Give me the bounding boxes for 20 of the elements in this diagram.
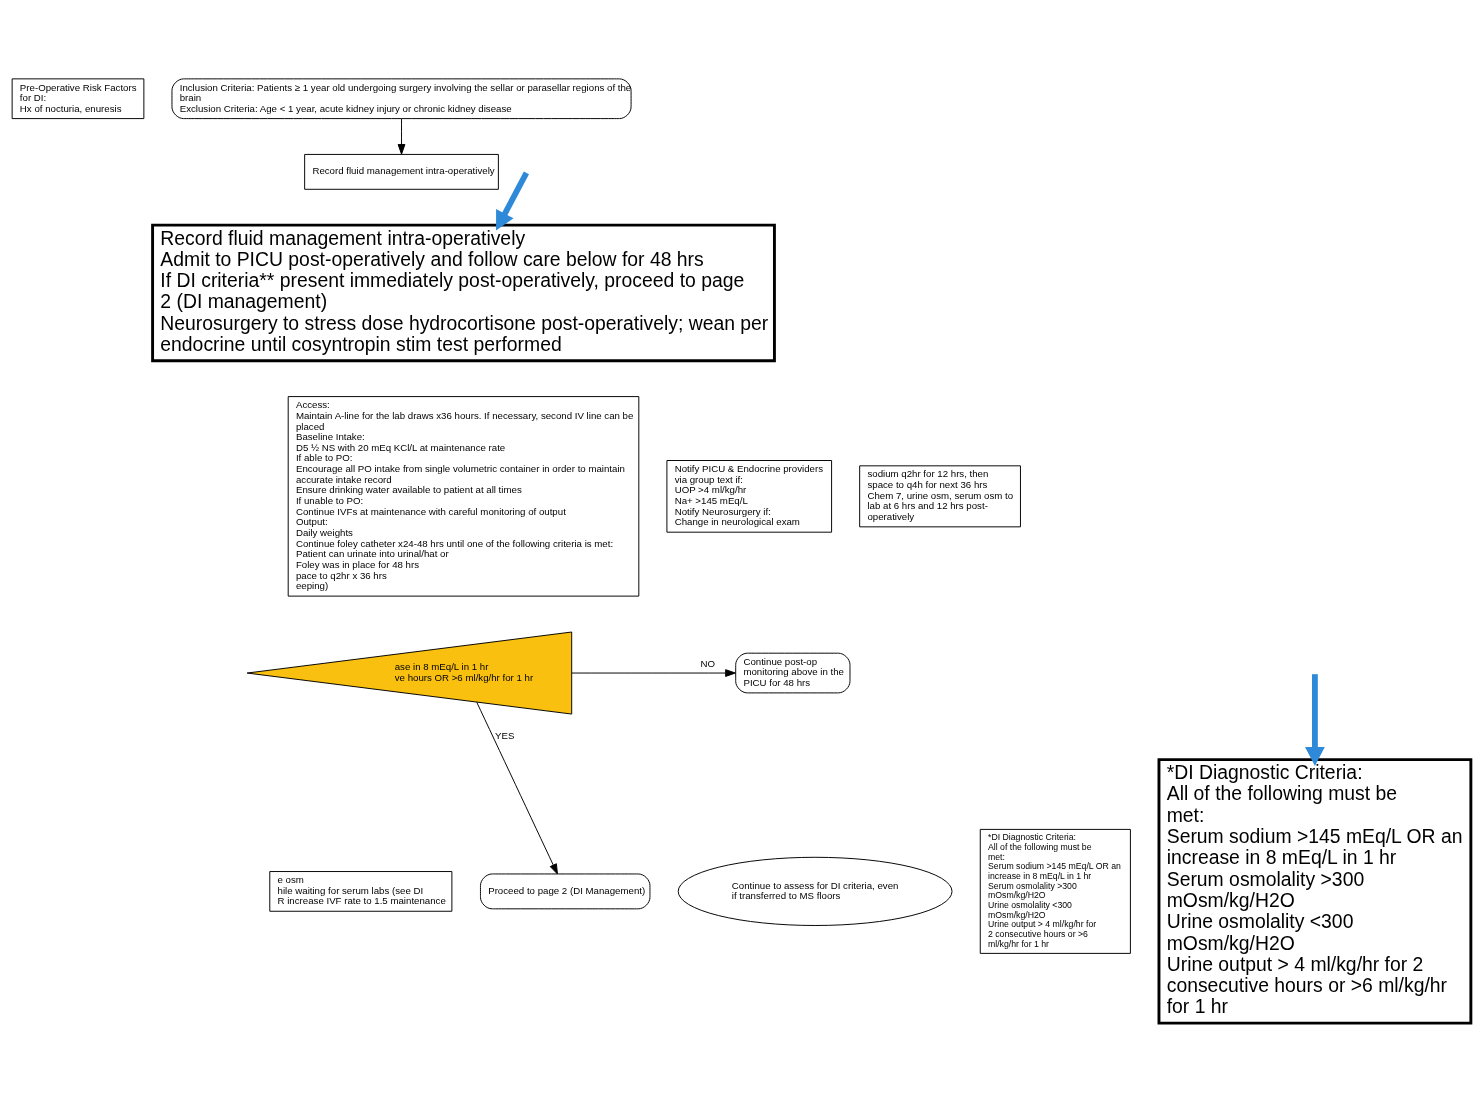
arrow <box>496 171 529 230</box>
edge-label: YES <box>494 729 515 741</box>
node-box: Record fluid management intra-operatively <box>304 153 499 190</box>
arrow <box>1305 673 1325 766</box>
arrow <box>476 701 558 874</box>
node-box: Notify PICU & Endocrine providers via group text if: UOP >4 ml/kg/hr Na+ >145 mEq/L Notify Neurosurgery if: Change in neurological exam <box>666 459 833 533</box>
node-box: Proceed to page 2 (DI Management) <box>479 872 651 909</box>
node-box: *DI Diagnostic Criteria: All of the following must be met: Serum sodium >145 mEq/L OR an increase in 8 mEq/L in 1 hr Serum osmolality >300 mOsm/kg/H2O Urine osmolality <300 mOsm/kg/H2O Urine output > 4 ml/kg/hr for 2 consecutive hours or >6 ml/kg/hr for 1 hr <box>979 828 1131 954</box>
node-box: Inclusion Criteria: Patients ≥ 1 year old undergoing surgery involving the sellar or parasellar regions of the brain Exclusion Criteria: Age < 1 year, acute kidney injury or chronic kidney disease <box>171 77 632 119</box>
node-box: Pre-Operative Risk Factors for DI: Hx of nocturia, enuresis <box>11 77 145 119</box>
node-box: Access: Maintain A-line for the lab draws x36 hours. If necessary, second IV line can be placed Baseline Intake: D5 ½ NS with 20 mEq KCl/L at maintenance rate If able to PO: Encourage all PO intake from single volumetric container in order to maintain accurate intake record Ensure drinking water available to patient at all times If unable to PO: Continue IVFs at maintenance with careful monitoring of output Output: Daily weights Continue foley catheter x24-48 hrs until one of the following criteria is met: Patient can urinate into urinal/hat or Foley was in place for 48 hrs pace to q2hr x 36 hrs eeping) <box>287 395 640 597</box>
node-box: sodium q2hr for 12 hrs, then space to q4h for next 36 hrs Chem 7, urine osm, serum osm to lab at 6 hrs and 12 hrs post-operatively <box>859 464 1021 527</box>
edge-label: NO <box>700 657 716 669</box>
node-box: Record fluid management intra-operatively Admit to PICU post-operatively and follow care below for 48 hrs If DI criteria** present immediately post-operatively, proceed to page 2 (DI management) Neurosurgery to stress dose hydrocortisone post-operatively; wean per endocrine until cosyntropin stim test performed <box>151 223 776 362</box>
node-box: Continue post-op monitoring above in the PICU for 48 hrs <box>735 652 851 693</box>
node-ellipse: Continue to assess for DI criteria, even if transferred to MS floors <box>677 856 953 926</box>
arrow <box>571 668 736 677</box>
node-box: *DI Diagnostic Criteria: All of the following must be met: Serum sodium >145 mEq/L OR an increase in 8 mEq/L in 1 hr Serum osmolality >300 mOsm/kg/H2O Urine osmolality <300 mOsm/kg/H2O Urine output > 4 ml/kg/hr for 2 consecutive hours or >6 ml/kg/hr for 1 hr <box>1157 757 1473 1025</box>
node-box: e osm hile waiting for serum labs (see DI R increase IVF rate to 1.5 maintenance <box>269 870 453 912</box>
arrow <box>397 117 406 155</box>
